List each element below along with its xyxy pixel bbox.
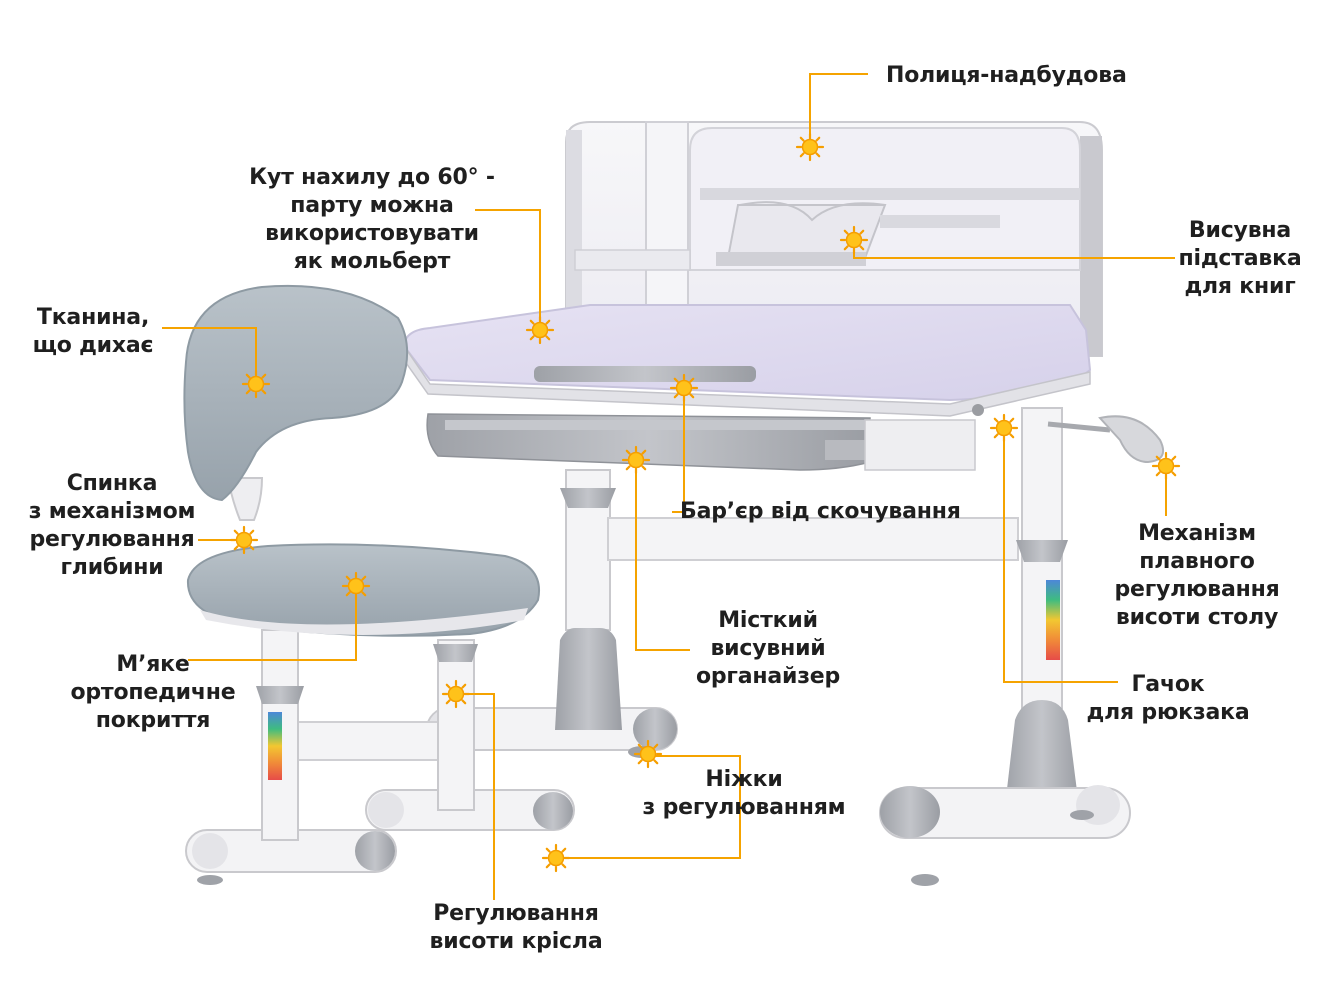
- sun-marker-icon: [229, 525, 259, 555]
- chair: [183, 284, 575, 885]
- label-feet: Ніжки з регулюванням: [642, 767, 846, 820]
- callout-line-hook: [1003, 430, 1118, 683]
- sun-marker-icon: [633, 739, 663, 769]
- callout-line-tilt: [475, 209, 541, 328]
- callout-line-feet-upper: [652, 755, 741, 795]
- sun-marker-icon: [1151, 451, 1181, 481]
- label-soft-cover: М’яке ортопедичне покриття: [70, 652, 236, 733]
- sun-marker-icon: [541, 843, 571, 873]
- label-tilt: Кут нахилу до 60° - парту можна використ…: [249, 165, 495, 274]
- label-hook: Гачок для рюкзака: [1086, 672, 1250, 725]
- label-book-stand: Висувна підставка для книг: [1178, 218, 1302, 299]
- label-shelf: Полиця-надбудова: [886, 63, 1127, 88]
- sun-marker-icon: [441, 679, 471, 709]
- label-backrest: Спинка з механізмом регулювання глибини: [28, 471, 196, 580]
- sun-marker-icon: [839, 225, 869, 255]
- callout-line-feet-lower: [560, 795, 741, 859]
- label-fabric: Тканина, що дихає: [32, 305, 154, 358]
- sun-marker-icon: [525, 315, 555, 345]
- sun-marker-icon: [795, 132, 825, 162]
- sun-marker-icon: [341, 571, 371, 601]
- sun-marker-icon: [241, 369, 271, 399]
- desk: [402, 121, 1164, 886]
- callout-line-barrier: [672, 390, 685, 513]
- callout-line-organizer: [635, 462, 690, 651]
- sun-marker-icon: [669, 373, 699, 403]
- sun-marker-icon: [989, 413, 1019, 443]
- label-organizer: Місткий висувний органайзер: [695, 608, 841, 689]
- callout-line-fabric: [162, 327, 257, 382]
- label-height-mechanism: Механізм плавного регулювання висоти сто…: [1114, 521, 1280, 630]
- callout-line-soft-cover: [188, 588, 357, 661]
- callout-line-shelf: [809, 73, 868, 144]
- label-chair-height: Регулювання висоти крісла: [429, 901, 603, 954]
- sun-marker-icon: [621, 445, 651, 475]
- label-barrier: Бар’єр від скочування: [680, 499, 961, 524]
